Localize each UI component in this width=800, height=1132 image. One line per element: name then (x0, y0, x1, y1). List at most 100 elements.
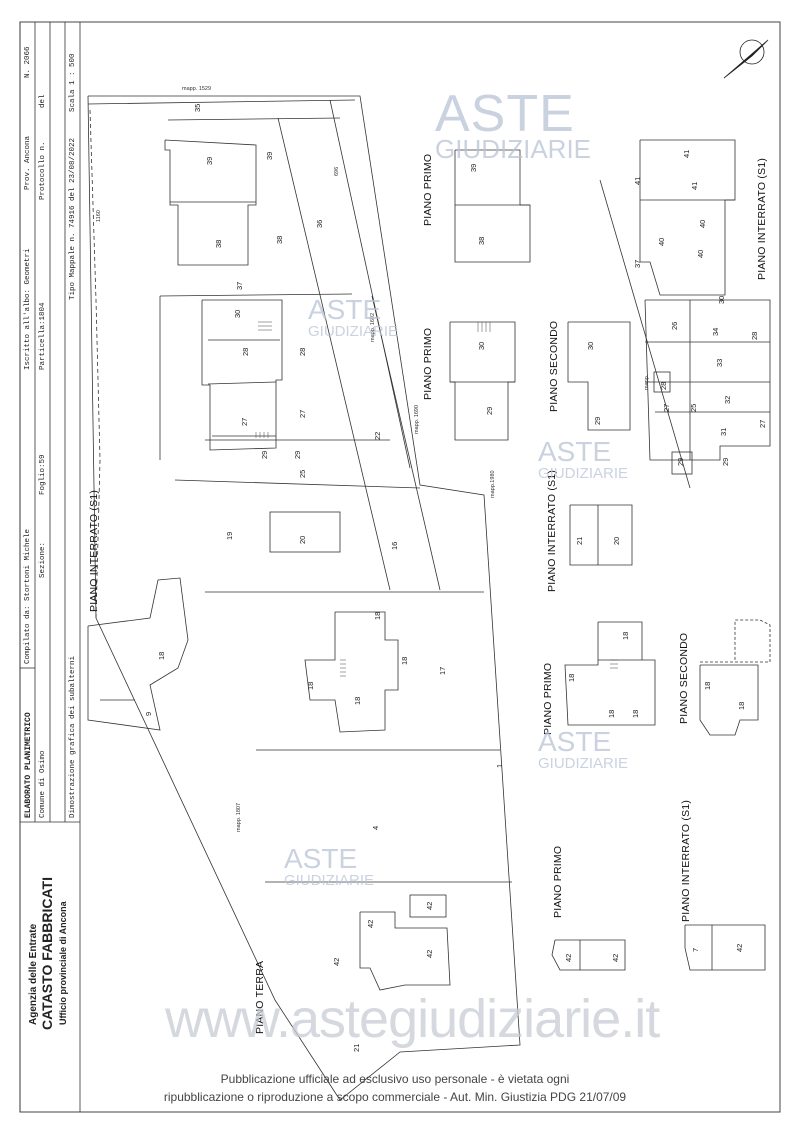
svg-text:mapp. 1529: mapp. 1529 (182, 86, 211, 92)
iscritto-albo: Iscritto all'albo: Geometri (24, 248, 32, 370)
foglio: Foglio:59 (39, 454, 47, 495)
svg-text:29: 29 (593, 417, 602, 425)
svg-text:30: 30 (477, 342, 486, 350)
svg-text:37: 37 (633, 260, 642, 268)
svg-text:28: 28 (659, 382, 668, 390)
svg-text:30: 30 (586, 342, 595, 350)
svg-text:42: 42 (564, 954, 573, 962)
disclaimer-line-2: ripubblicazione o riproduzione a scopo c… (163, 1090, 627, 1104)
svg-text:42: 42 (332, 958, 341, 966)
svg-text:mapp.1980: mapp.1980 (490, 470, 496, 498)
svg-text:18: 18 (737, 702, 746, 710)
svg-text:4: 4 (371, 826, 380, 830)
svg-text:38: 38 (275, 236, 284, 244)
svg-text:30: 30 (717, 296, 726, 304)
svg-text:696: 696 (334, 167, 340, 176)
svg-text:18: 18 (621, 632, 630, 640)
unit-35: 35 (193, 104, 202, 112)
svg-text:20: 20 (612, 537, 621, 545)
svg-text:37: 37 (235, 282, 244, 290)
catasto-fabbricati: CATASTO FABBRICATI (39, 877, 55, 1030)
svg-text:18: 18 (703, 682, 712, 690)
dimostrazione-grafica: Dimostrazione grafica dei subalterni (69, 655, 77, 818)
svg-text:18: 18 (400, 657, 409, 665)
svg-text:18: 18 (607, 710, 616, 718)
svg-text:39: 39 (469, 164, 478, 172)
svg-text:40: 40 (657, 238, 666, 246)
svg-text:40: 40 (698, 220, 707, 228)
building-20 (269, 511, 341, 553)
svg-text:27: 27 (240, 418, 249, 426)
svg-text:36: 36 (315, 220, 324, 228)
svg-text:41: 41 (690, 182, 699, 190)
svg-text:21: 21 (575, 537, 584, 545)
svg-text:22: 22 (373, 432, 382, 440)
svg-text:20: 20 (298, 536, 307, 544)
svg-text:28: 28 (750, 332, 759, 340)
svg-text:42: 42 (425, 950, 434, 958)
svg-text:27: 27 (662, 404, 671, 412)
provincia: Prov. Ancona (24, 135, 32, 190)
label-piano-primo-lower: PIANO PRIMO (542, 662, 554, 735)
svg-text:41: 41 (633, 177, 642, 185)
svg-text:25: 25 (298, 470, 307, 478)
svg-text:18: 18 (631, 710, 640, 718)
interrato-left-plan (87, 577, 189, 731)
svg-text:39: 39 (205, 157, 214, 165)
disclaimer-line-1: Pubblicazione ufficiale ad esclusivo uso… (220, 1072, 570, 1086)
svg-text:28: 28 (298, 348, 307, 356)
svg-text:18: 18 (567, 674, 576, 682)
svg-text:18: 18 (306, 682, 315, 690)
svg-text:mapp. 1690: mapp. 1690 (414, 405, 420, 434)
svg-text:41: 41 (682, 150, 691, 158)
svg-text:42: 42 (735, 944, 744, 952)
svg-text:29: 29 (676, 458, 685, 466)
label-piano-interrato-left: PIANO INTERRATO (S1) (88, 489, 100, 612)
label-piano-primo-bottom: PIANO PRIMO (552, 845, 564, 918)
protocollo: Protocollo n. (39, 141, 47, 200)
compilato-da: Compilato da: Stortoni Michele (24, 528, 32, 664)
svg-text:26: 26 (670, 322, 679, 330)
svg-text:30: 30 (233, 310, 242, 318)
svg-text:28: 28 (241, 348, 250, 356)
svg-text:38: 38 (214, 240, 223, 248)
piano-primo-bottom-plan (551, 939, 626, 971)
comune: Comune di Osimo (39, 750, 47, 818)
svg-text:29: 29 (485, 407, 494, 415)
watermark-aste-mid: ASTE GIUDIZIARIE (308, 294, 399, 340)
svg-text:29: 29 (293, 451, 302, 459)
doc-type-title: ELABORATO PLANIMETRICO (24, 712, 33, 818)
label-piano-primo-mid: PIANO PRIMO (422, 327, 434, 400)
piano-interrato-right-plan (639, 139, 736, 296)
svg-text:34: 34 (711, 328, 720, 336)
piano-interrato-mid-plan (569, 504, 633, 566)
label-piano-primo-top: PIANO PRIMO (422, 153, 434, 226)
svg-text:mapp. 1807: mapp. 1807 (236, 803, 242, 832)
svg-text:mapp.: mapp. (644, 374, 650, 390)
label-piano-secondo-mid: PIANO SECONDO (548, 320, 560, 412)
svg-text:27: 27 (758, 420, 767, 428)
particella: Particella:1804 (39, 302, 47, 370)
numero: N. 2066 (24, 46, 32, 78)
protocollo-del: del (39, 94, 47, 108)
svg-text:33: 33 (715, 359, 724, 367)
svg-text:25: 25 (689, 404, 698, 412)
watermark-aste-lower: ASTE GIUDIZIARIE (538, 726, 629, 772)
watermark-aste-top: ASTE GIUDIZIARIE (435, 85, 592, 164)
svg-text:18: 18 (373, 612, 382, 620)
building-18 (304, 611, 399, 733)
watermark-site: www.astegiudiziarie.it (165, 989, 660, 1049)
label-piano-secondo-lower: PIANO SECONDO (678, 632, 690, 724)
watermark-aste-right: ASTE GIUDIZIARIE (538, 436, 629, 482)
svg-text:18: 18 (353, 697, 362, 705)
main-lot-outline (87, 95, 521, 1101)
ufficio-provinciale: Ufficio provinciale di Ancona (58, 901, 68, 1025)
north-arrow-icon (723, 39, 769, 79)
piano-secondo-lower-plan (700, 619, 771, 663)
svg-text:1160: 1160 (96, 210, 102, 222)
svg-text:29: 29 (260, 451, 269, 459)
piano-interrato-bottom-plan (684, 924, 766, 971)
svg-text:42: 42 (611, 954, 620, 962)
piano-secondo-mid-plan (567, 321, 631, 431)
